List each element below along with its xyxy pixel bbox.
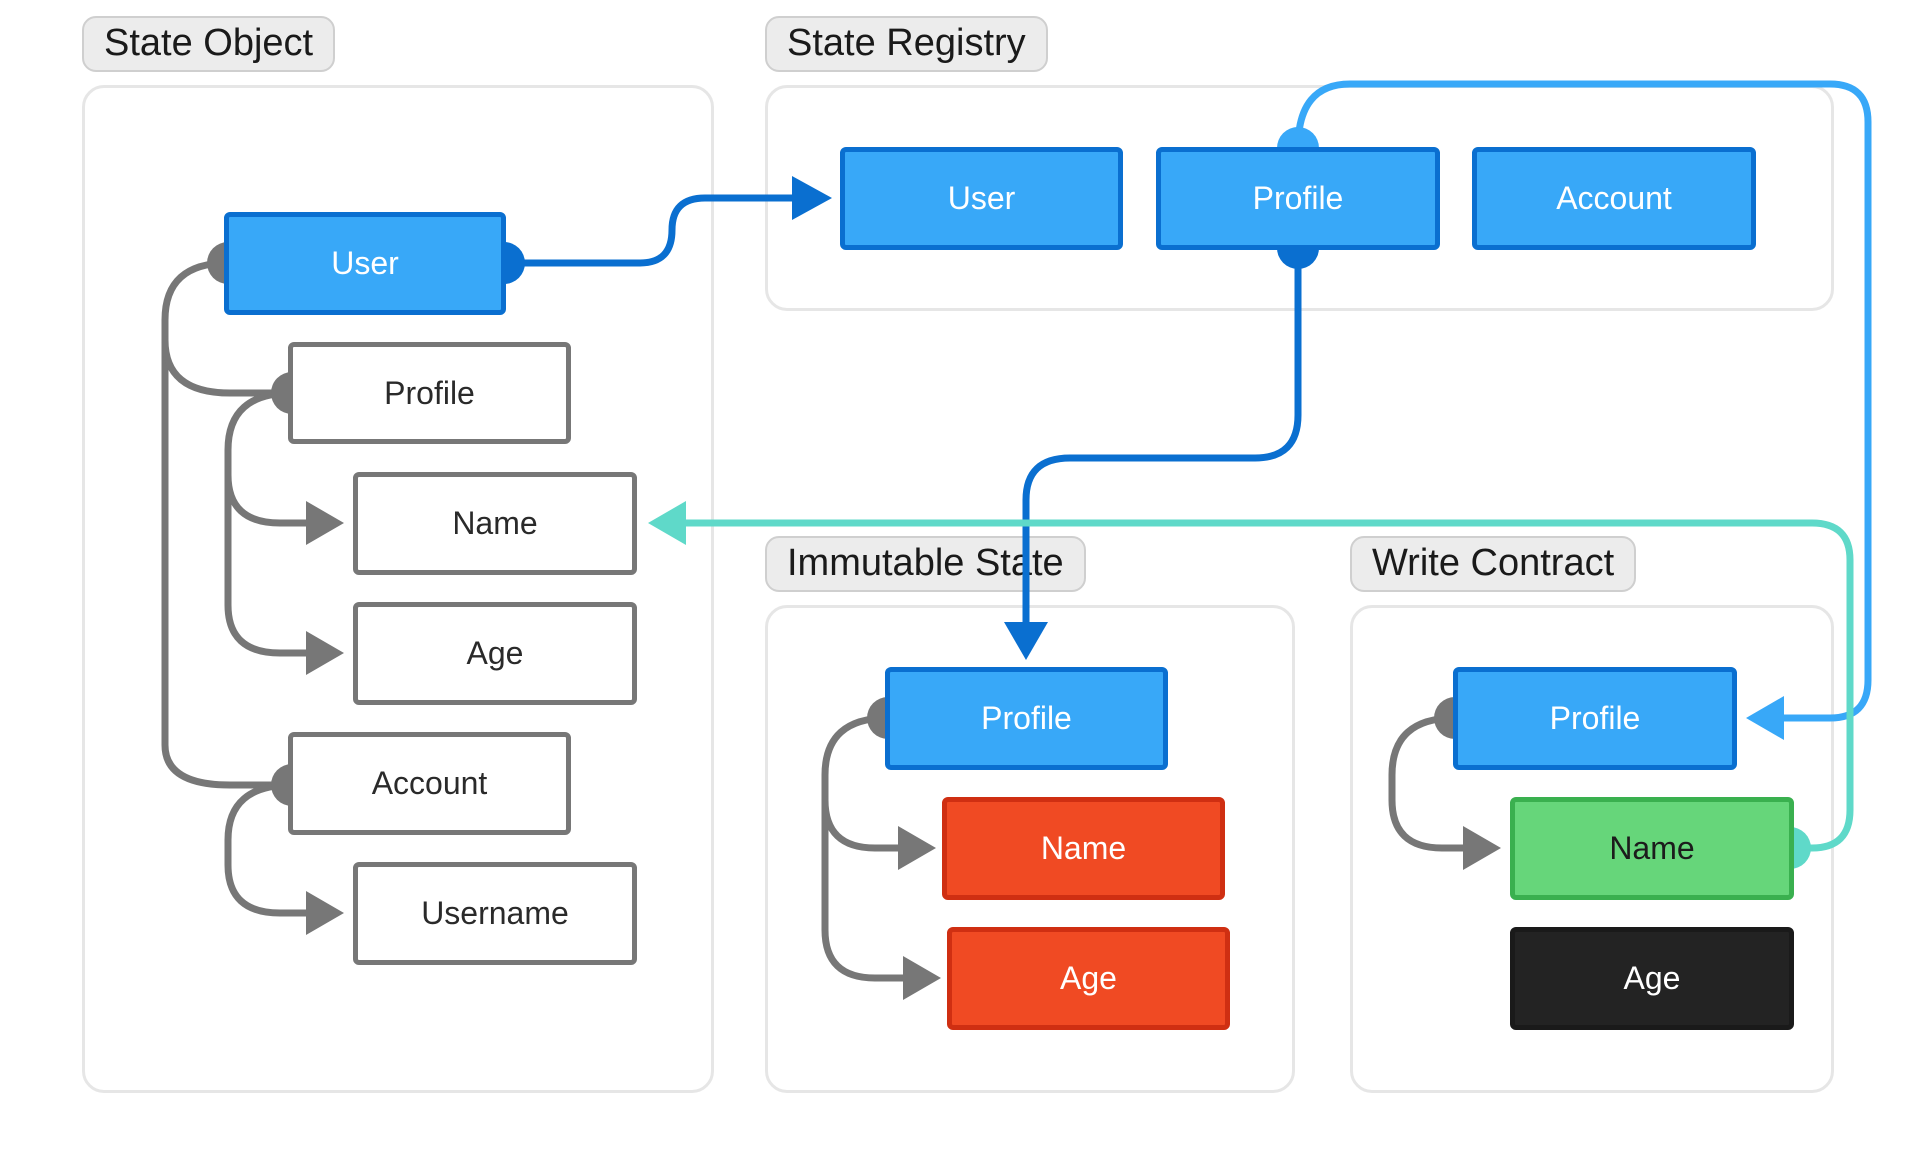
registry-user-node[interactable]: User: [840, 147, 1123, 250]
state-object-title: State Object: [82, 16, 336, 72]
state-object-user-node[interactable]: User: [224, 212, 506, 315]
state-object-username-node[interactable]: Username: [353, 862, 637, 965]
state-object-profile-node[interactable]: Profile: [288, 342, 571, 444]
immutable-age-node[interactable]: Age: [947, 927, 1230, 1030]
immutable-state-title: Immutable State: [765, 536, 1086, 592]
state-registry-title: State Registry: [765, 16, 1048, 72]
write-name-node[interactable]: Name: [1510, 797, 1794, 900]
write-profile-node[interactable]: Profile: [1453, 667, 1737, 770]
registry-profile-node[interactable]: Profile: [1156, 147, 1440, 250]
immutable-name-node[interactable]: Name: [942, 797, 1225, 900]
write-age-node[interactable]: Age: [1510, 927, 1794, 1030]
registry-account-node[interactable]: Account: [1472, 147, 1756, 250]
state-object-age-node[interactable]: Age: [353, 602, 637, 705]
write-contract-title: Write Contract: [1350, 536, 1637, 592]
state-object-account-node[interactable]: Account: [288, 732, 571, 835]
immutable-profile-node[interactable]: Profile: [885, 667, 1168, 770]
state-object-name-node[interactable]: Name: [353, 472, 637, 575]
